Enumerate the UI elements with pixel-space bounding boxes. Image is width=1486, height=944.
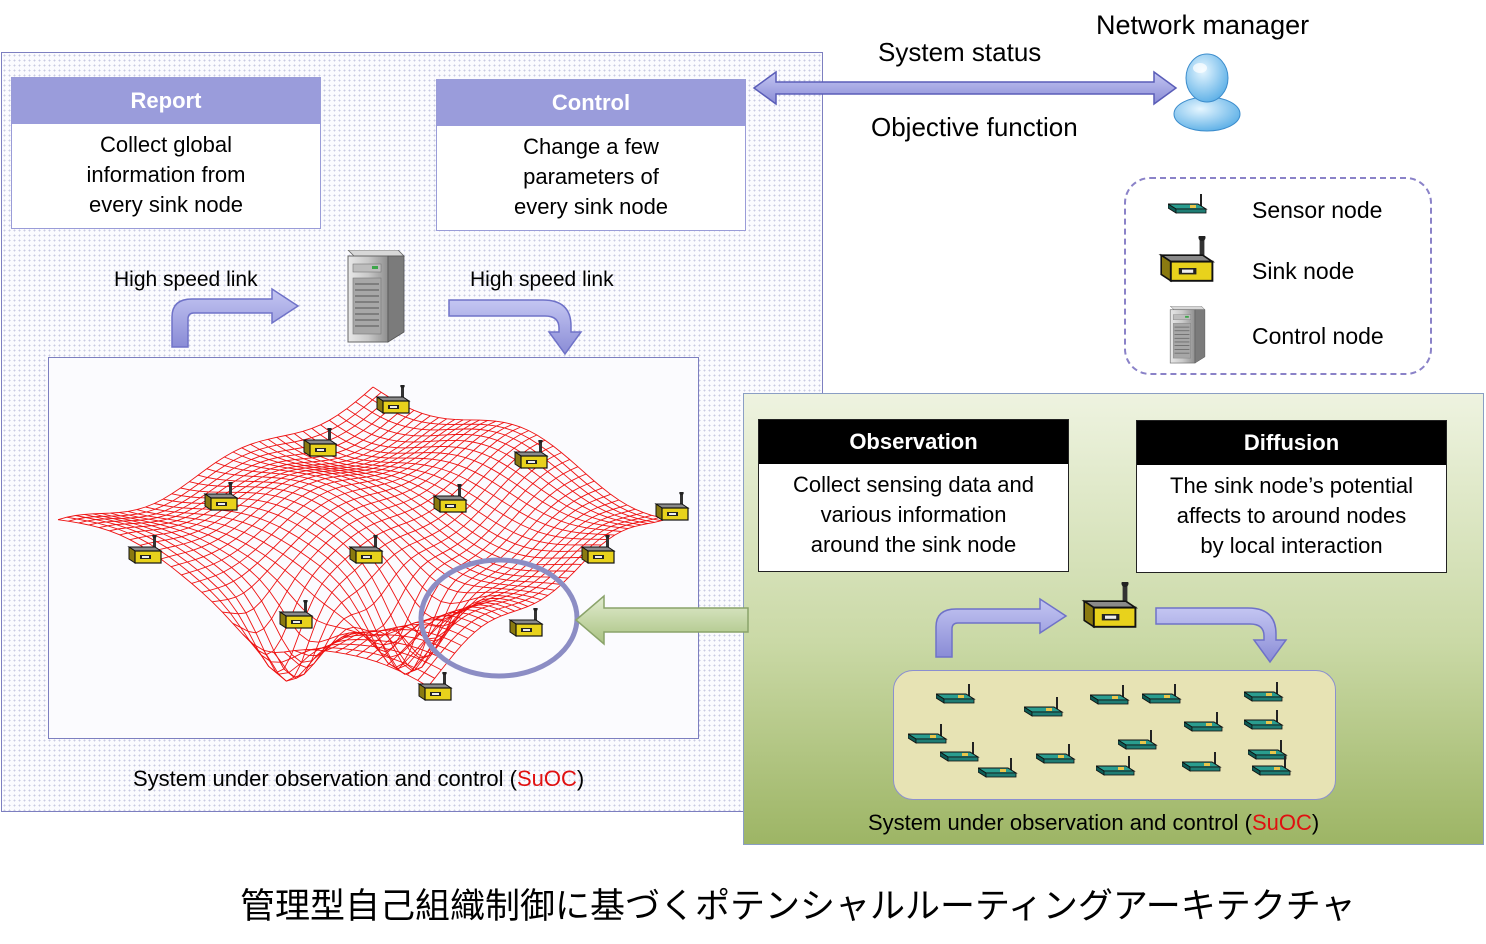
mesh-line	[84, 513, 449, 682]
sink-node-icon	[279, 600, 313, 629]
legend-sensor-label: Sensor node	[1252, 197, 1383, 223]
control-line: Change a few	[523, 134, 659, 159]
sink-node-icon	[376, 385, 410, 414]
control-arrow	[448, 299, 583, 356]
sensor-node-icon	[1184, 712, 1223, 732]
report-title: Report	[12, 78, 320, 124]
control-card: Control Change a few parameters of every…	[436, 79, 746, 231]
mesh-line	[417, 516, 660, 681]
sensor-node-icon	[940, 742, 979, 762]
suoc-prefix: System under observation and control (	[868, 810, 1252, 835]
mesh-line	[75, 515, 442, 675]
observation-line: around the sink node	[810, 532, 1017, 557]
objective-function-label: Objective function	[871, 112, 1078, 142]
control-title: Control	[437, 80, 745, 126]
sensor-node-icon	[1244, 710, 1283, 730]
sink-node-icon	[433, 484, 467, 513]
observation-line: Collect sensing data and	[793, 472, 1034, 497]
control-node-server-icon	[347, 250, 405, 343]
suoc-suffix: )	[576, 766, 585, 791]
manager-link-arrow	[752, 70, 1178, 106]
report-line: information from	[86, 162, 246, 187]
network-manager-person-icon	[1173, 53, 1241, 132]
sink-node-icon	[128, 535, 162, 564]
diffusion-line: by local interaction	[1200, 533, 1383, 558]
observation-card: Observation Collect sensing data and var…	[758, 419, 1069, 572]
sensor-node-icon	[936, 684, 975, 704]
sensor-node-icon	[1036, 744, 1075, 764]
sink-node-icon	[1160, 236, 1214, 282]
high-speed-link-label: High speed link	[470, 268, 614, 291]
suoc-label-right: System under observation and control (Su…	[868, 810, 1319, 836]
diffusion-title: Diffusion	[1137, 421, 1446, 465]
suoc-prefix: System under observation and control (	[133, 766, 517, 791]
sensor-node-icon	[1024, 697, 1063, 717]
observation-arrow	[935, 597, 1068, 658]
sink-node-icon	[655, 492, 689, 521]
suoc-label-left: System under observation and control (Su…	[133, 766, 584, 792]
sink-node-icon	[581, 535, 615, 564]
legend-sink-label: Sink node	[1252, 258, 1355, 284]
mesh-line	[407, 514, 652, 676]
report-arrow	[171, 287, 300, 348]
diffusion-card: Diffusion The sink node’s potential affe…	[1136, 420, 1447, 573]
report-line: every sink node	[88, 192, 244, 217]
observation-title: Observation	[759, 420, 1068, 464]
legend-control-label: Control node	[1252, 323, 1384, 349]
control-line: every sink node	[513, 194, 669, 219]
mesh-line	[355, 401, 655, 523]
mesh-line	[427, 518, 669, 687]
system-status-label: System status	[878, 37, 1042, 67]
diffusion-line: affects to around nodes	[1176, 503, 1407, 528]
high-speed-link-label: High speed link	[114, 268, 258, 291]
mesh-line	[386, 508, 636, 666]
focus-ellipse	[418, 557, 580, 679]
sensor-node-icon	[1182, 752, 1221, 772]
report-line: Collect global	[99, 132, 233, 157]
network-manager-label: Network manager	[1096, 10, 1310, 40]
mesh-line	[396, 512, 644, 671]
sensor-node-icon	[978, 758, 1017, 778]
mesh-line	[140, 417, 439, 546]
mesh-line	[101, 513, 462, 663]
sensor-node-icon	[1096, 756, 1135, 776]
figure-caption: 管理型自己組織制御に基づくポテンシャルルーティングアーキテクチャ	[240, 887, 1356, 927]
observation-line: various information	[820, 502, 1007, 527]
sink-node-icon	[514, 440, 548, 469]
control-line: parameters of	[523, 164, 659, 189]
potential-field-mesh	[57, 386, 669, 687]
sensor-node-icon	[1142, 684, 1181, 704]
mesh-line	[376, 504, 628, 663]
sensor-node-icon	[1090, 685, 1129, 705]
control-node-icon	[1169, 306, 1206, 364]
sink-node-icon	[349, 535, 383, 564]
sink-node-icon	[204, 482, 238, 511]
zoom-pointer-arrow	[574, 594, 749, 646]
sink-node-icon	[1083, 582, 1137, 628]
sensor-node-icon	[1252, 756, 1291, 776]
sensor-node-icon	[1168, 194, 1207, 214]
suoc-suffix: )	[1311, 810, 1320, 835]
diffusion-line: The sink node’s potential	[1170, 473, 1413, 498]
mesh-line	[66, 516, 435, 679]
suoc-abbr: SuOC	[516, 766, 577, 791]
sensor-node-icon	[1244, 682, 1283, 702]
suoc-abbr: SuOC	[1251, 810, 1312, 835]
diffusion-arrow	[1155, 607, 1288, 664]
sensor-node-icon	[1118, 730, 1157, 750]
mesh-line	[92, 513, 455, 678]
sink-node-icon	[303, 428, 337, 457]
report-card: Report Collect global information from e…	[11, 77, 321, 229]
mesh-line	[57, 519, 429, 687]
